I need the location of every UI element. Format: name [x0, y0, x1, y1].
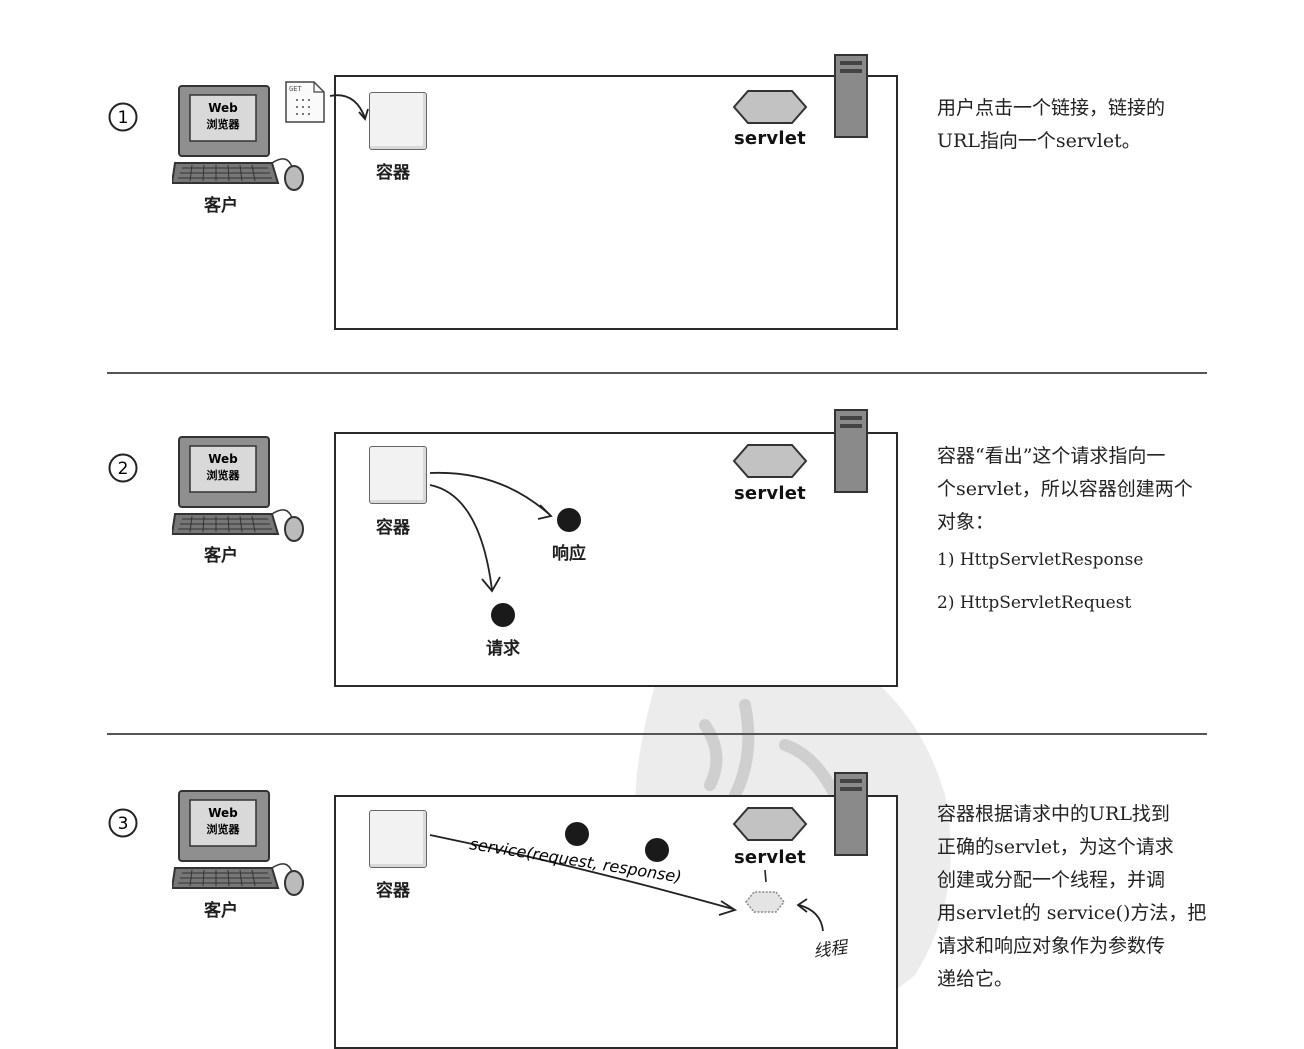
server-tower-icon — [834, 54, 868, 138]
caption-line: 用户点击一个链接，链接的 — [937, 97, 1166, 119]
caption-item: 2) HttpServletRequest — [937, 593, 1132, 613]
caption-line: URL指向一个servlet。 — [937, 130, 1141, 152]
svg-text:1: 1 — [118, 108, 129, 128]
caption-line: 正确的servlet，为这个请求 — [937, 836, 1174, 858]
request-object-dot — [491, 603, 515, 627]
svg-text:2: 2 — [118, 459, 129, 479]
client-label: 客户 — [204, 546, 238, 566]
service-call-arrow: service(request, response) — [429, 834, 738, 916]
container-frame — [334, 432, 898, 687]
response-object-dot — [565, 822, 589, 846]
servlet-icon — [732, 444, 808, 478]
svg-text:浏览器: 浏览器 — [207, 117, 241, 131]
svg-text:GET: GET — [289, 85, 302, 93]
container-icon — [369, 446, 427, 504]
request-label: 请求 — [486, 639, 520, 659]
step-number-2-icon: 2 — [108, 453, 138, 483]
container-label: 容器 — [376, 518, 410, 538]
caption-line: 用servlet的 service()方法，把 — [937, 902, 1207, 924]
caption-item: 1) HttpServletResponse — [937, 550, 1144, 570]
client-computer-icon: Web 浏览器 — [172, 85, 304, 191]
divider — [107, 372, 1207, 374]
container-label: 容器 — [376, 881, 410, 901]
svg-text:浏览器: 浏览器 — [207, 468, 241, 482]
client-label: 客户 — [204, 901, 238, 921]
servlet-label: servlet — [734, 847, 806, 868]
svg-text:3: 3 — [118, 814, 129, 834]
servlet-icon — [732, 90, 808, 124]
step-number-3-icon: 3 — [108, 808, 138, 838]
client-label: 客户 — [204, 196, 238, 216]
step-1: 1 Web 浏览器 客户 GET 容器 servlet 用户点击一个链接，链接的 — [0, 0, 1304, 370]
divider — [107, 733, 1207, 735]
svg-text:Web: Web — [208, 806, 238, 820]
step-1-caption: 用户点击一个链接，链接的 URL指向一个servlet。 — [937, 92, 1247, 158]
thread-label: 线程 — [812, 937, 849, 963]
caption-line: 请求和响应对象作为参数传 — [937, 935, 1166, 957]
step-2-caption: 容器“看出”这个请求指向一 个servlet，所以容器创建两个 对象： 1) H… — [937, 440, 1247, 614]
container-label: 容器 — [376, 163, 410, 183]
caption-line: 个servlet，所以容器创建两个 — [937, 478, 1193, 500]
servlet-icon — [732, 807, 808, 841]
caption-line: 容器根据请求中的URL找到 — [937, 803, 1170, 825]
step-3-caption: 容器根据请求中的URL找到 正确的servlet，为这个请求 创建或分配一个线程… — [937, 798, 1247, 996]
response-label: 响应 — [552, 544, 586, 564]
container-frame — [334, 75, 898, 330]
client-computer-icon: Web 浏览器 — [172, 436, 304, 542]
request-object-dot — [645, 838, 669, 862]
server-tower-icon — [834, 409, 868, 493]
container-frame — [334, 795, 898, 1049]
response-object-dot — [557, 508, 581, 532]
server-tower-icon — [834, 772, 868, 856]
caption-line: 对象： — [937, 511, 995, 533]
container-icon — [369, 92, 427, 150]
svg-text:Web: Web — [208, 101, 238, 115]
caption-line: 创建或分配一个线程，并调 — [937, 869, 1166, 891]
step-2: 2 Web 浏览器 客户 容器 响应 请求 servlet 容器“看出”这个请求… — [108, 409, 1247, 687]
caption-line: 递给它。 — [937, 968, 1014, 990]
servlet-label: servlet — [734, 483, 806, 504]
svg-text:浏览器: 浏览器 — [207, 822, 241, 836]
caption-line: 容器“看出”这个请求指向一 — [937, 445, 1166, 467]
container-icon — [369, 810, 427, 868]
step-number-1-icon: 1 — [108, 102, 138, 132]
request-document-icon: GET — [285, 81, 325, 123]
create-objects-arrows — [429, 471, 553, 593]
servlet-label: servlet — [734, 128, 806, 149]
svg-text:Web: Web — [208, 452, 238, 466]
client-computer-icon: Web 浏览器 — [172, 790, 304, 896]
thread-pointer-arrow — [796, 898, 824, 932]
thread-icon — [745, 869, 785, 913]
request-arrow — [329, 94, 369, 121]
svg-text:service(request, response): service(request, response) — [468, 834, 683, 886]
